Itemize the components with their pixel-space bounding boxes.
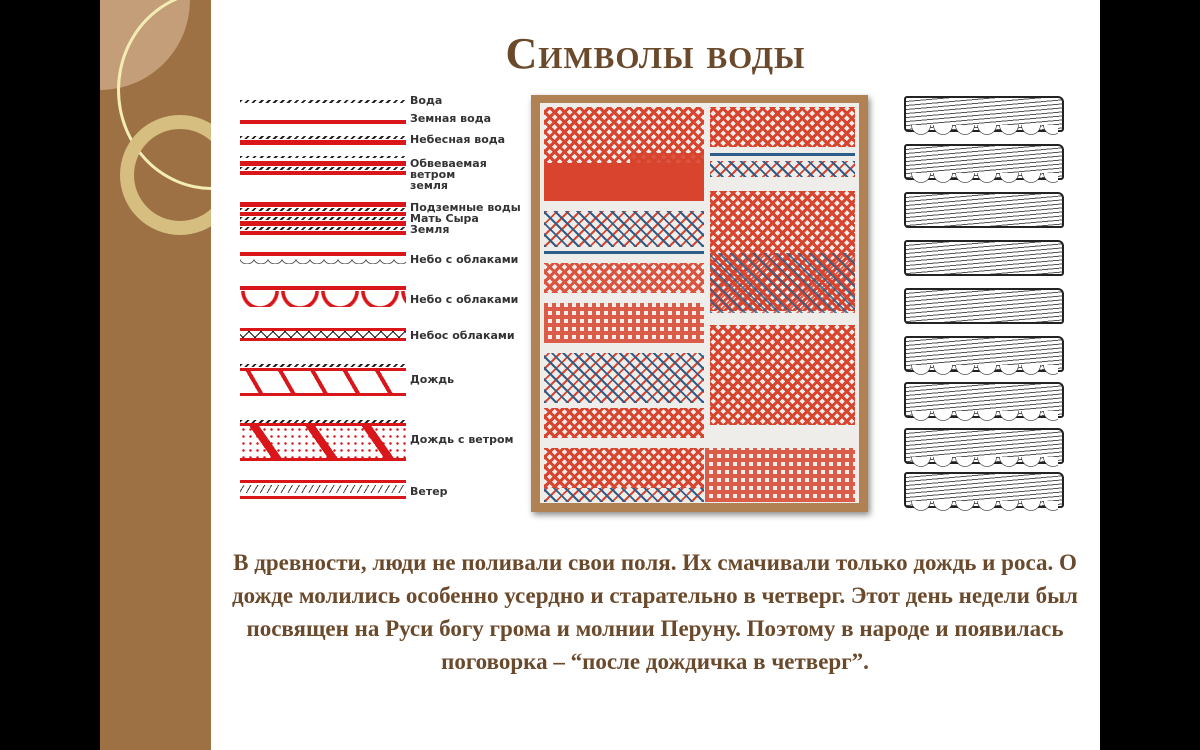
embroidery-band [544, 163, 704, 201]
slide-body-text: В древности, люди не поливали свои поля.… [232, 550, 1078, 674]
embroidery-pattern-image [540, 103, 859, 503]
symbol-red-line [240, 393, 406, 396]
carved-board [904, 428, 1064, 469]
carved-board [904, 382, 1064, 423]
carved-board [904, 240, 1064, 276]
symbol-red-line [240, 423, 406, 426]
symbol-wavy-line [240, 100, 406, 103]
carved-board [904, 472, 1064, 513]
symbol-label: Небо с облаками [410, 253, 519, 266]
symbol-red-line [240, 480, 406, 483]
symbol-red-line [240, 252, 406, 256]
embroidery-band [710, 153, 855, 156]
symbol-wavy-line [240, 420, 406, 423]
symbol-wavy-line [240, 136, 406, 139]
embroidery-band [710, 253, 855, 313]
symbol-label: Дождь [410, 373, 455, 386]
symbol-wavy-line [240, 167, 406, 170]
symbol-triangle-line [240, 331, 406, 338]
symbol-label: Вода [410, 94, 443, 107]
symbol-label: Подземные воды Мать Сыра Земля [410, 201, 521, 236]
symbol-wavy-line [240, 156, 406, 158]
symbol-red-line [240, 286, 406, 290]
symbol-wavy-line [240, 364, 406, 367]
symbol-wavy-line [240, 217, 406, 220]
symbol-wavy-line [240, 227, 406, 230]
symbol-wind-hatch [240, 485, 406, 493]
carved-board [904, 192, 1064, 228]
embroidery-band [544, 448, 704, 488]
embroidery-band [544, 353, 704, 403]
embroidery-band [544, 251, 704, 254]
symbol-label: Дождь с ветром [410, 433, 514, 446]
symbol-red-line [240, 496, 406, 499]
slide-title: Символы воды [505, 29, 806, 78]
symbol-wavy-line [240, 208, 406, 211]
carved-board [904, 288, 1064, 324]
symbol-label: Обвеваемая ветром земля [410, 157, 487, 192]
symbol-red-line [240, 161, 406, 166]
symbol-red-line [240, 458, 406, 461]
carved-board [904, 144, 1064, 185]
embroidery-band [710, 161, 855, 177]
embroidery-band [705, 448, 855, 502]
embroidery-band [544, 408, 704, 438]
symbol-scallop-line [240, 256, 406, 264]
decorative-side-strip [100, 0, 211, 750]
symbol-label: Ветер [410, 485, 448, 498]
embroidery-image-frame [531, 95, 868, 512]
symbol-red-line [240, 338, 406, 341]
symbol-red-line [240, 212, 406, 216]
symbol-label: Небесная вода [410, 133, 506, 146]
embroidery-band [710, 107, 855, 147]
symbol-red-line [240, 231, 406, 235]
symbol-red-line [240, 202, 406, 207]
embroidery-band [544, 488, 704, 502]
embroidery-band [544, 211, 704, 247]
embroidery-band [710, 325, 855, 425]
embroidery-band [544, 263, 704, 293]
symbol-red-line [240, 171, 406, 175]
symbol-red-line [240, 368, 406, 371]
carved-board [904, 96, 1064, 137]
embroidery-band [544, 303, 704, 343]
symbol-red-line [240, 120, 406, 124]
symbol-garland-line [240, 291, 406, 307]
carved-board [904, 336, 1064, 377]
symbol-red-line [240, 140, 406, 145]
symbol-red-line [240, 221, 406, 226]
symbol-label: Небос облаками [410, 329, 515, 342]
symbol-rain-wind-slants [240, 426, 406, 458]
symbol-label: Небо с облаками [410, 293, 519, 306]
symbol-label: Земная вода [410, 112, 492, 125]
symbol-red-line [240, 328, 406, 331]
symbol-rain-slants [240, 371, 406, 393]
